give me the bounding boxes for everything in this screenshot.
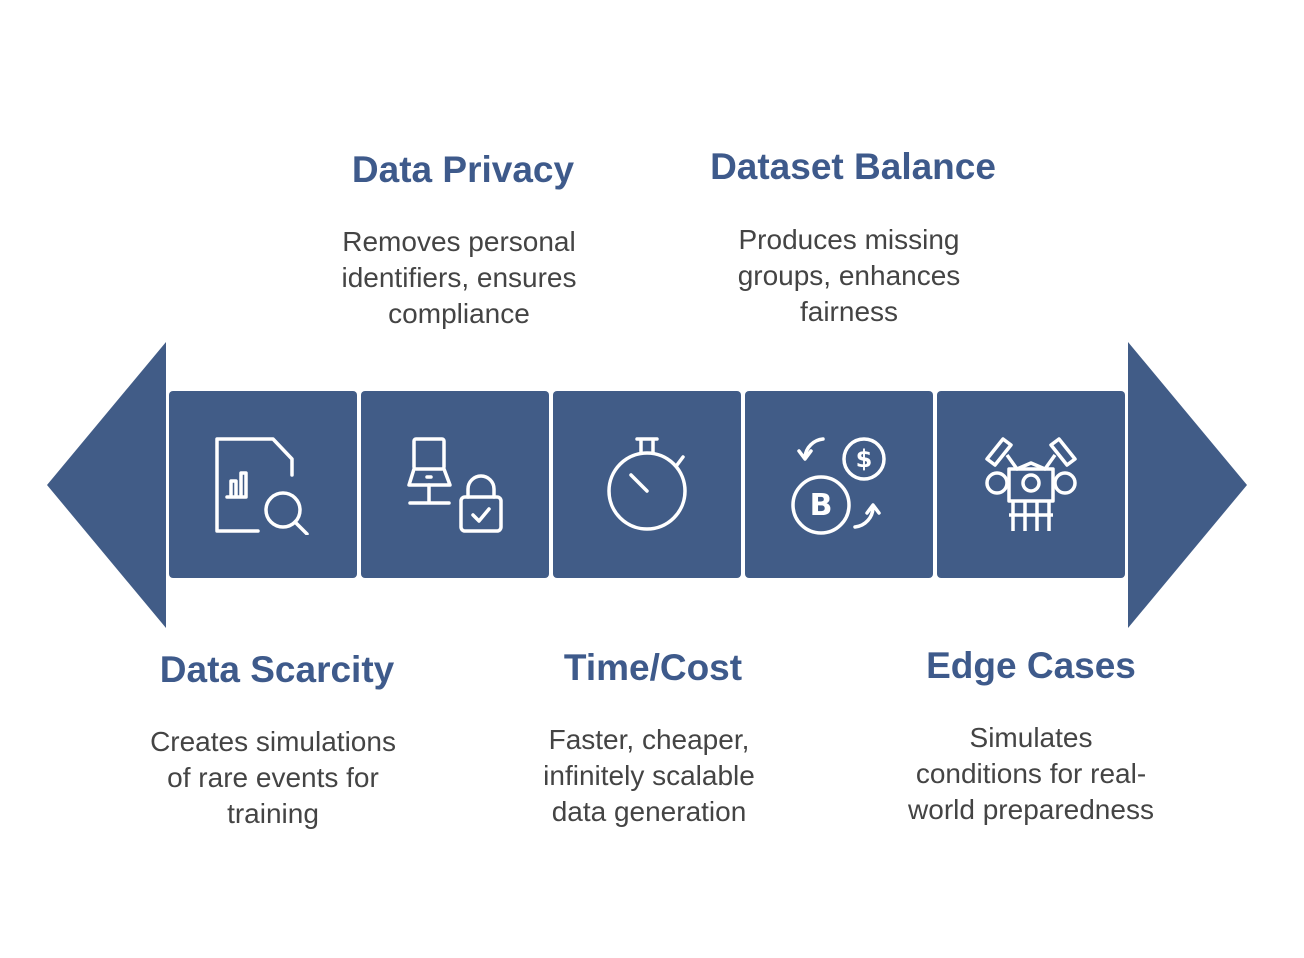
left-arrow-head <box>47 342 166 628</box>
desc-line: infinitely scalable <box>543 760 755 791</box>
robot-gear-icon <box>985 437 1077 531</box>
desc-line: data generation <box>551 796 747 827</box>
desc-line: world preparedness <box>908 794 1154 825</box>
box-dataset-balance: $ B <box>745 391 933 578</box>
title-edge-cases: Edge Cases <box>926 645 1136 686</box>
desc-line: conditions for real- <box>915 758 1147 789</box>
box-edge-cases <box>937 391 1125 578</box>
desc-line: of rare events for <box>167 762 379 793</box>
desc-edge-cases: Simulates conditions for real-world prepa… <box>871 720 1191 828</box>
desc-time-cost: Faster, cheaper, infinitely scalable data … <box>499 722 799 830</box>
right-arrow-head <box>1128 342 1247 628</box>
svg-text:$: $ <box>856 445 873 473</box>
title-dataset-balance: Dataset Balance <box>710 146 996 187</box>
desc-line: Creates simulations <box>150 726 396 757</box>
document-chart-search-icon <box>215 437 309 535</box>
desc-line: Removes personal <box>342 226 576 257</box>
desc-data-scarcity: Creates simulations of rare events for tra… <box>123 724 423 832</box>
desc-dataset-balance: Produces missing groups, enhances fairness <box>699 222 999 330</box>
desc-line: groups, enhances <box>737 260 961 291</box>
box-data-privacy <box>361 391 549 578</box>
desc-line: fairness <box>799 296 899 327</box>
title-time-cost: Time/Cost <box>563 647 743 688</box>
desc-line: Simulates <box>969 722 1093 753</box>
desc-line: Faster, cheaper, <box>548 724 750 755</box>
box-time-cost <box>553 391 741 578</box>
desc-line: compliance <box>388 298 530 329</box>
currency-exchange-icon: $ B <box>791 437 886 535</box>
desc-line: Produces missing <box>738 224 960 255</box>
title-data-scarcity: Data Scarcity <box>159 649 395 690</box>
box-data-scarcity <box>169 391 357 578</box>
svg-text:B: B <box>810 488 833 523</box>
title-data-privacy: Data Privacy <box>351 149 575 190</box>
desc-line: training <box>227 798 319 829</box>
stopwatch-icon <box>607 437 687 531</box>
desc-data-privacy: Removes personal identifiers, ensures comp… <box>309 224 609 332</box>
desc-line: identifiers, ensures <box>341 262 577 293</box>
computer-lock-icon <box>407 437 503 533</box>
